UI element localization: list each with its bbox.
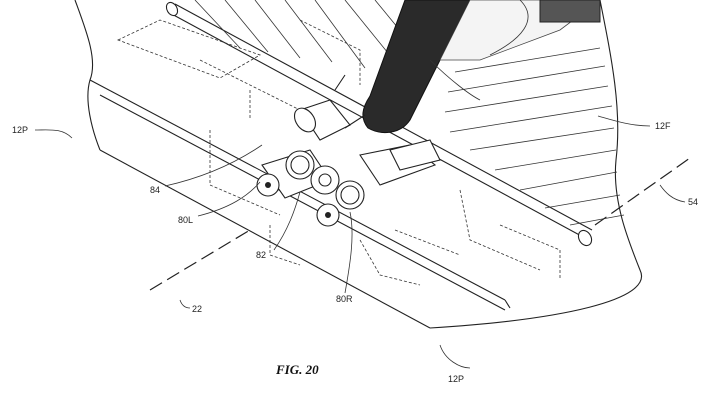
label-84: 84 (150, 185, 160, 195)
centerline-54 (594, 157, 691, 226)
label-54: 54 (688, 197, 698, 207)
label-82: 82 (256, 250, 266, 260)
mechanism (256, 74, 441, 227)
label-12p-left: 12P (12, 125, 28, 135)
hidden-lines (116, 19, 561, 286)
label-80l: 80L (178, 215, 193, 225)
rail-left-boundary (74, 0, 101, 151)
hatched-surface (194, 0, 625, 226)
rail-right-boundary (429, 0, 643, 329)
centerline-22 (149, 229, 251, 291)
label-80r: 80R (336, 294, 353, 304)
handheld-tool (362, 0, 601, 133)
leader-lines (34, 115, 686, 369)
figure-caption: FIG. 20 (275, 362, 319, 377)
label-12p-bottom: 12P (448, 374, 464, 384)
label-12f: 12F (655, 121, 671, 131)
label-22: 22 (192, 304, 202, 314)
